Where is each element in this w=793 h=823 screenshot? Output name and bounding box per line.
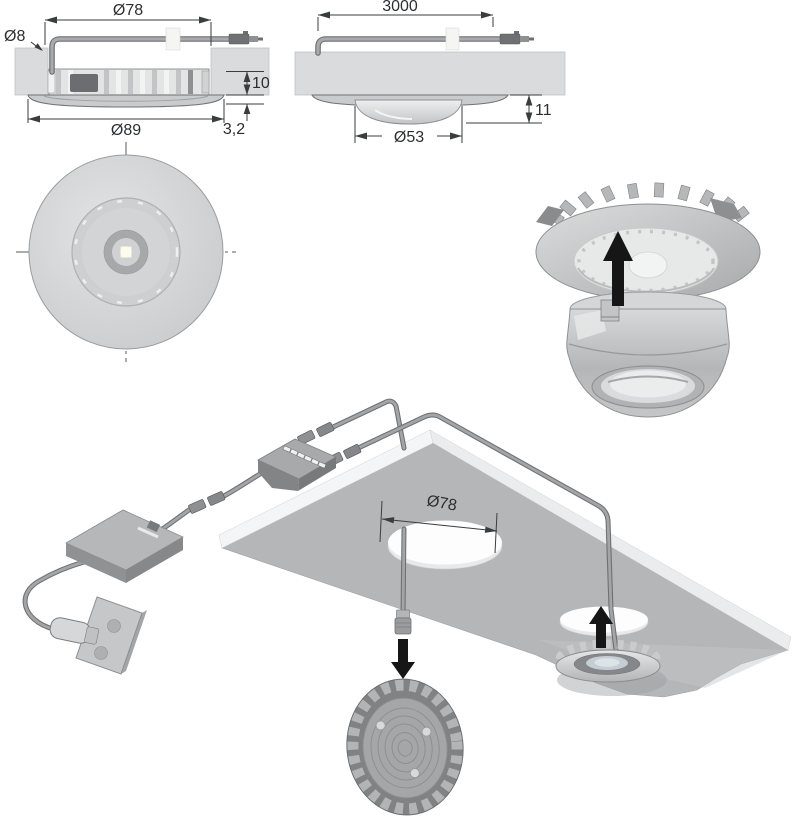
plug-connector — [499, 31, 534, 45]
installation-view: Ø78 — [22, 398, 792, 816]
down-arrow-icon — [391, 639, 415, 679]
distributor-box — [257, 438, 337, 491]
driver-output-port — [146, 520, 161, 533]
dimension-lens-diameter: Ø53 — [354, 106, 463, 146]
ceiling-section — [294, 51, 566, 96]
mains-cable — [22, 559, 87, 632]
dimension-flange-height: 3,2 — [223, 103, 264, 138]
heatsink-fins — [347, 679, 463, 815]
heatsink-fins — [555, 639, 661, 660]
dimension-recess-depth: 10 — [226, 71, 270, 96]
dimension-bore-diameter: Ø78 — [44, 2, 212, 46]
recess-depth-label: 10 — [252, 75, 270, 92]
ring-side-tab-left — [536, 206, 564, 226]
cable-length-label: 3000 — [382, 0, 418, 15]
supply-cable — [49, 27, 263, 75]
screws — [375, 720, 432, 779]
luminaire-housing — [27, 68, 225, 108]
cutout-hole-front — [387, 520, 503, 570]
recess-center-cone — [628, 251, 668, 279]
up-arrow-icon — [603, 231, 633, 306]
led-driver-block — [70, 74, 98, 92]
cable-diameter-label: Ø8 — [4, 28, 25, 45]
supply-cable — [315, 27, 534, 56]
cable-marker — [445, 27, 460, 51]
cutout-diameter-label: Ø78 — [425, 493, 458, 515]
inline-connector-pair — [188, 491, 226, 514]
wall-outlet — [49, 596, 147, 675]
mains-plug — [49, 617, 100, 645]
exploded-view — [535, 182, 761, 418]
dimension-cable-diameter: Ø8 — [4, 28, 43, 51]
plug-connector — [228, 31, 263, 45]
ceiling-section-left — [14, 47, 49, 96]
cable-to-front-light — [285, 398, 407, 619]
lens-dome — [354, 99, 463, 125]
dimension-mounted-height: 11 — [466, 94, 552, 124]
hanging-connector — [394, 609, 412, 635]
cable-marker — [165, 27, 181, 51]
heatsink-grooves — [370, 707, 440, 789]
side-view-mounted: 3000 11 Ø53 — [294, 0, 566, 146]
dimension-flange-diameter: Ø89 — [27, 99, 225, 139]
side-view-recessed: Ø78 Ø8 10 Ø89 3,2 — [4, 2, 270, 139]
mounted-height-label: 11 — [535, 102, 552, 119]
distributor-ports — [282, 445, 327, 469]
inline-connector-pair — [297, 422, 335, 445]
dimension-cable-length: 3000 — [317, 0, 494, 31]
flange-height-label: 3,2 — [223, 121, 245, 138]
flange-diameter-label: Ø89 — [111, 122, 141, 139]
front-view — [16, 142, 236, 362]
rear-light — [555, 639, 661, 683]
bore-diameter-label: Ø78 — [113, 2, 143, 19]
lamp-module — [566, 291, 730, 418]
up-arrow-icon — [589, 606, 613, 648]
lamp-module-rear — [346, 678, 464, 816]
led-driver-box — [65, 509, 184, 583]
lens-diameter-label: Ø53 — [394, 129, 424, 146]
dimension-cutout-diameter: Ø78 — [379, 493, 498, 554]
